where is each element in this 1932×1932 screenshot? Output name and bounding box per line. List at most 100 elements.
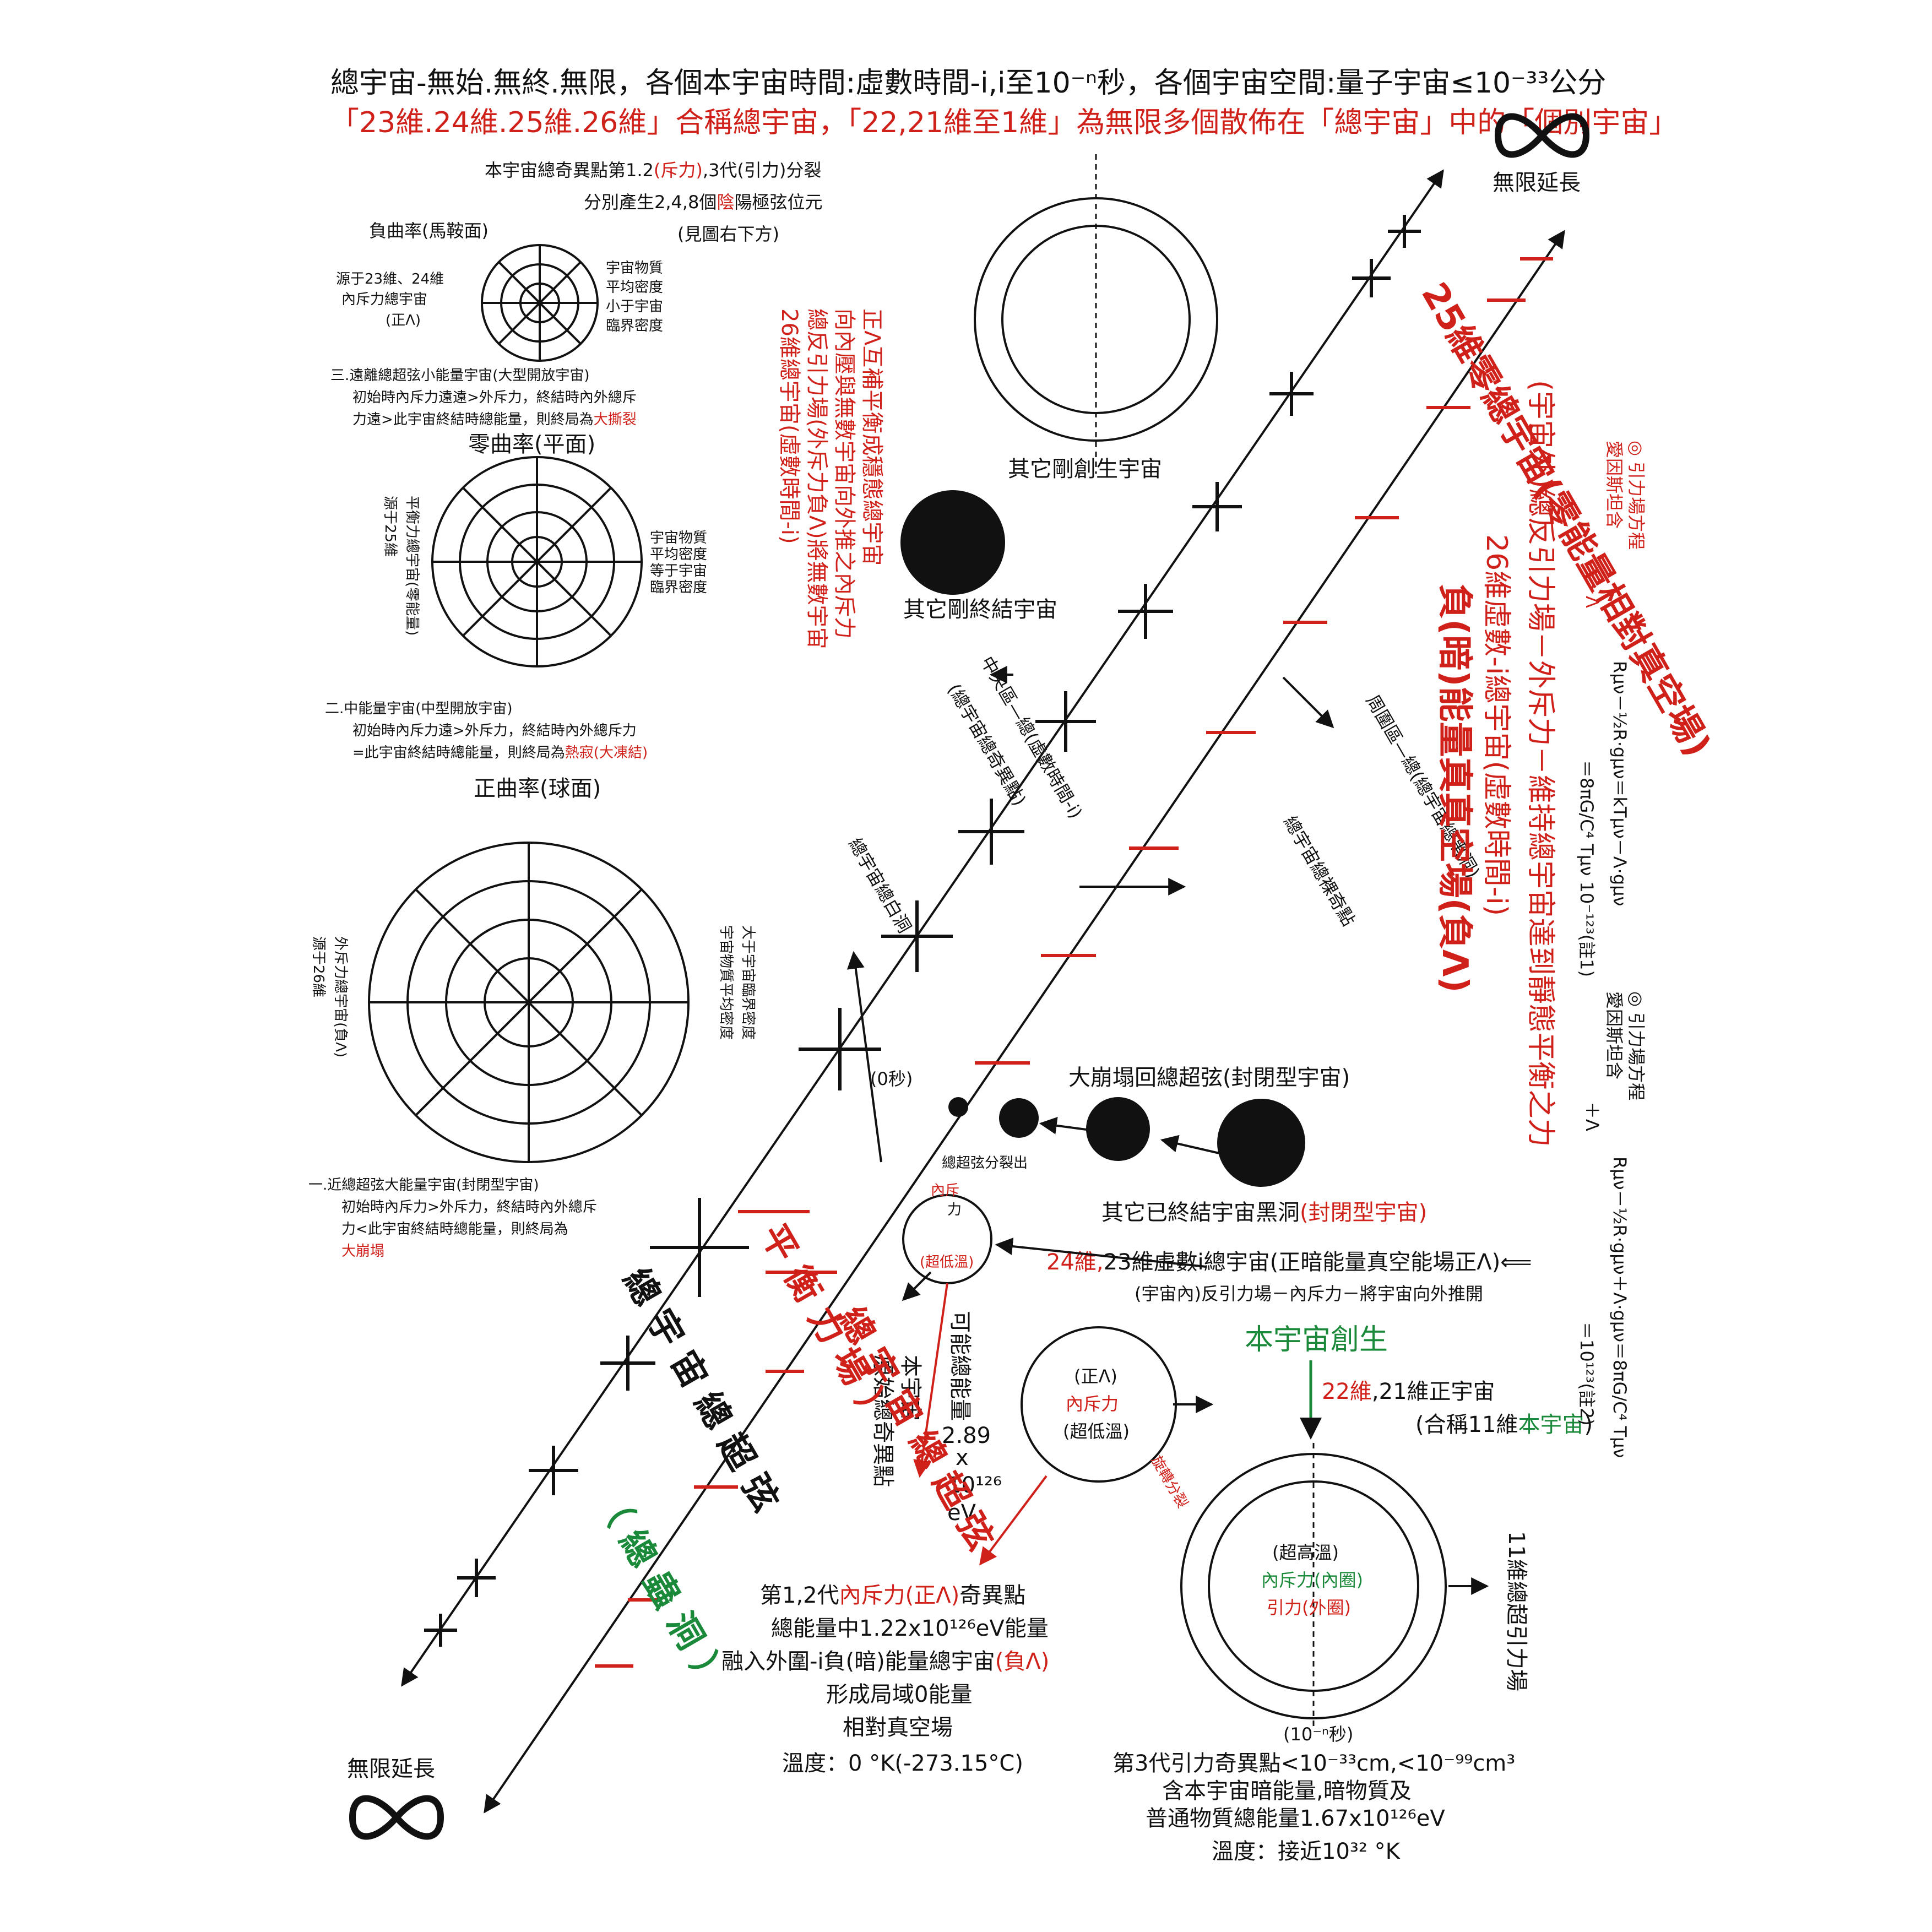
zero-curve-left2: 平衡力總宇宙(零能量) bbox=[404, 496, 420, 636]
this-universe-origin-2: 原始總奇異點 bbox=[870, 1355, 896, 1487]
dim22-label: 22維,21維正宇宙 bbox=[1322, 1379, 1495, 1404]
other-new-universe-label: 其它剛創生宇宙 bbox=[1008, 457, 1162, 482]
neg-curve-right2: 平均密度 bbox=[606, 279, 663, 296]
dim24-label: 24維,23維虛數i總宇宙(正暗能量真空能場正Λ)⟸ bbox=[1046, 1250, 1532, 1275]
svg-text:總反引力場(外斥力負Λ)將無數宇宙: 總反引力場(外斥力負Λ)將無數宇宙 bbox=[804, 308, 829, 649]
axis-red-ticks bbox=[595, 257, 1553, 1668]
creation-label: 本宇宙創生 bbox=[1245, 1323, 1388, 1356]
header-line2: 「23維.24維.25維.26維」合稱總宇宙，「22,21維至1維」為無限多個散… bbox=[330, 106, 1678, 139]
right-red-big: 負(暗)能量真真空場(負Λ) bbox=[1434, 584, 1475, 993]
wormhole-axis-line bbox=[484, 230, 1565, 1814]
einstein1-a: ◎ 引力場方程 bbox=[1626, 441, 1647, 550]
neg-curvature-figure bbox=[481, 244, 599, 362]
neg-curve-left3: (正Λ) bbox=[386, 312, 421, 329]
zero-sec: (0秒) bbox=[870, 1068, 913, 1089]
possible-energy4: 10¹²⁶ bbox=[947, 1473, 1002, 1498]
einstein2-b: 愛因斯坦含 bbox=[1604, 991, 1625, 1079]
ultra-low: (超低溫) bbox=[920, 1254, 974, 1271]
infinity-label-bottom: 無限延長 bbox=[347, 1756, 435, 1782]
einstein1-eq: Rμν－½R·gμν＝kTμν－Λ·gμν bbox=[1609, 661, 1630, 906]
third-gen-circle bbox=[1180, 1443, 1447, 1729]
infinity-icon-top bbox=[1494, 113, 1590, 158]
einstein2-a: ◎ 引力場方程 bbox=[1626, 991, 1647, 1100]
einstein1-b: 愛因斯坦含 bbox=[1604, 441, 1625, 529]
singularity-line2: 分別產生2,4,8個陰陽極弦位元 bbox=[584, 192, 822, 213]
gen3-line3: 普通物質總能量1.67x10¹²⁶eV bbox=[1146, 1806, 1445, 1831]
einstein2-c: ＋Λ bbox=[1582, 1101, 1603, 1131]
total-superstring-text: 總 宇 宙 總 超 弦 bbox=[615, 1262, 786, 1518]
gen12-line4: 形成局域0能量 bbox=[826, 1682, 972, 1707]
zero-curve-right2: 平均密度 bbox=[650, 546, 707, 563]
other-new-universe-figure bbox=[974, 154, 1218, 474]
combined11: (合稱11維本宇宙) bbox=[1415, 1412, 1593, 1437]
peripheral-zone2: 總宇宙總裸奇點 bbox=[1279, 812, 1359, 930]
einstein2-eq: Rμν－½R·gμν＋Λ·gμν＝8πG/C⁴ Tμν bbox=[1609, 1157, 1630, 1458]
item2-line3: =此宇宙終結時總能量，則終局為熱寂(大凍結) bbox=[352, 745, 648, 761]
zero-curve-right3: 等于宇宙 bbox=[650, 563, 707, 579]
pos-lambda: (正Λ) bbox=[1074, 1366, 1117, 1387]
item1-line1: 一.近總超弦大能量宇宙(封閉型宇宙) bbox=[308, 1177, 539, 1193]
svg-text:正Λ互補平衡成穩態總宇宙: 正Λ互補平衡成穩態總宇宙 bbox=[859, 308, 884, 566]
gen12-line3: 融入外圍-i負(暗)能量總宇宙(負Λ) bbox=[721, 1649, 1049, 1674]
neg-curve-right3: 小于宇宙 bbox=[606, 299, 663, 315]
zero-curve-title: 零曲率(平面) bbox=[468, 432, 595, 457]
item1-line3: 力<此宇宙終結時總能量，則終局為 bbox=[341, 1221, 568, 1238]
einstein1-c: －Λ bbox=[1582, 578, 1603, 608]
other-ended-universe-label: 其它剛終結宇宙 bbox=[903, 597, 1057, 622]
axis-ticks bbox=[424, 215, 1421, 1647]
possible-energy1: 可能總能量 bbox=[947, 1311, 973, 1421]
neg-curve-right4: 臨界密度 bbox=[606, 318, 663, 334]
gen3-line4: 溫度：接近10³² °K bbox=[1212, 1839, 1401, 1864]
zero-curve-right1: 宇宙物質 bbox=[650, 530, 707, 546]
big-crunch-label: 大崩塌回總超弦(封閉型宇宙) bbox=[1068, 1065, 1350, 1090]
gen12-line1: 第1,2代內斥力(正Λ)奇異點 bbox=[760, 1583, 1025, 1608]
possible-energy3: x bbox=[956, 1445, 969, 1470]
inner-repel-b: 力 bbox=[947, 1202, 962, 1218]
inner-circle-label: 內斥力(內圈) bbox=[1261, 1570, 1363, 1591]
item2-line2: 初始時內斥力遠>外斥力，終結時內外總斥力 bbox=[352, 723, 637, 739]
zero-curve-left: 源于25維 bbox=[382, 496, 398, 557]
ultra-high: (超高溫) bbox=[1272, 1542, 1339, 1563]
gen3-line1: 第3代引力奇異點<10⁻³³cm,<10⁻⁹⁹cm³ bbox=[1112, 1751, 1515, 1776]
gen12-line5: 相對真空場 bbox=[843, 1715, 953, 1740]
zero-curvature-figure bbox=[431, 456, 643, 667]
ultra-low2: (超低溫) bbox=[1063, 1421, 1130, 1442]
item2-line1: 二.中能量宇宙(中型開放宇宙) bbox=[325, 701, 513, 717]
svg-text:26維總宇宙(虛數時間-i): 26維總宇宙(虛數時間-i) bbox=[777, 308, 802, 544]
inner-repel-mid: 內斥力 bbox=[1066, 1393, 1119, 1414]
header-line1: 總宇宙-無始.無終.無限，各個本宇宙時間:虛數時間-i,i至10⁻ⁿ秒，各個宇宙… bbox=[330, 67, 1606, 100]
item3-line1: 三.遠離總超弦小能量宇宙(大型開放宇宙) bbox=[330, 367, 590, 384]
pos-curvature-figure bbox=[368, 842, 690, 1163]
sec-10: (10⁻ⁿ秒) bbox=[1283, 1724, 1353, 1745]
center-red-vertical-text: 正Λ互補平衡成穩態總宇宙 向內壓與無數宇宙向外推之內斥力 總反引力場(外斥力負Λ… bbox=[777, 308, 884, 649]
item3-line2: 初始時內斥力遠遠>外斥力，終結時內外總斥 bbox=[352, 389, 637, 406]
ended-universe-dot bbox=[900, 490, 1005, 595]
infinity-icon-bottom bbox=[349, 1795, 444, 1840]
zero-curve-right4: 臨界密度 bbox=[650, 579, 707, 596]
rotate-split2: 旋轉分裂 bbox=[1148, 1453, 1191, 1511]
inner-repel-a: 內斥 bbox=[931, 1182, 959, 1199]
item3-line3: 力遠>此宇宙終結時總能量，則終局為大撕裂 bbox=[352, 411, 637, 428]
right-red-2: 26維虛數-i總宇宙(虛數時間-i) bbox=[1480, 534, 1513, 916]
neg-curve-left2: 內斥力總宇宙 bbox=[341, 291, 427, 308]
pos-curve-left1: 源于26維 bbox=[310, 936, 327, 997]
pos-curve-left2: 外斥力總宇宙(負Λ) bbox=[332, 936, 349, 1057]
other-blackholes-label: 其它已終結宇宙黑洞(封閉型宇宙) bbox=[1101, 1200, 1427, 1225]
gen12-line6: 溫度：0 °K(-273.15°C) bbox=[782, 1751, 1023, 1776]
pos-curve-right1: 大于宇宙臨界密度 bbox=[740, 925, 756, 1040]
gen12-line2: 總能量中1.22x10¹²⁶eV能量 bbox=[771, 1616, 1049, 1641]
possible-energy2: 2.89 bbox=[942, 1423, 991, 1448]
pos-curve-title: 正曲率(球面) bbox=[474, 776, 601, 801]
item1-line2: 初始時內斥力>外斥力，終結時內外總斥 bbox=[341, 1199, 597, 1215]
split-out: 總超弦分裂出 bbox=[942, 1155, 1028, 1171]
einstein1-eq2: ＝8πG/C⁴ Tμν 10⁻¹²³(註1) bbox=[1576, 760, 1597, 977]
gen3-line2: 含本宇宙暗能量,暗物質及 bbox=[1162, 1778, 1412, 1804]
pos-curve-right2: 宇宙物質平均密度 bbox=[718, 925, 734, 1040]
connector-arrows bbox=[846, 666, 1489, 1595]
this-universe-origin-1: 本宇宙 bbox=[898, 1355, 923, 1421]
crunch-dots bbox=[948, 1097, 1305, 1187]
neg-curve-title: 負曲率(馬鞍面) bbox=[369, 220, 489, 241]
svg-text:向內壓與無數宇宙向外推之內斥力: 向內壓與無數宇宙向外推之內斥力 bbox=[832, 308, 857, 639]
einstein2-eq2: ＝10¹²³(註2) bbox=[1576, 1322, 1597, 1426]
